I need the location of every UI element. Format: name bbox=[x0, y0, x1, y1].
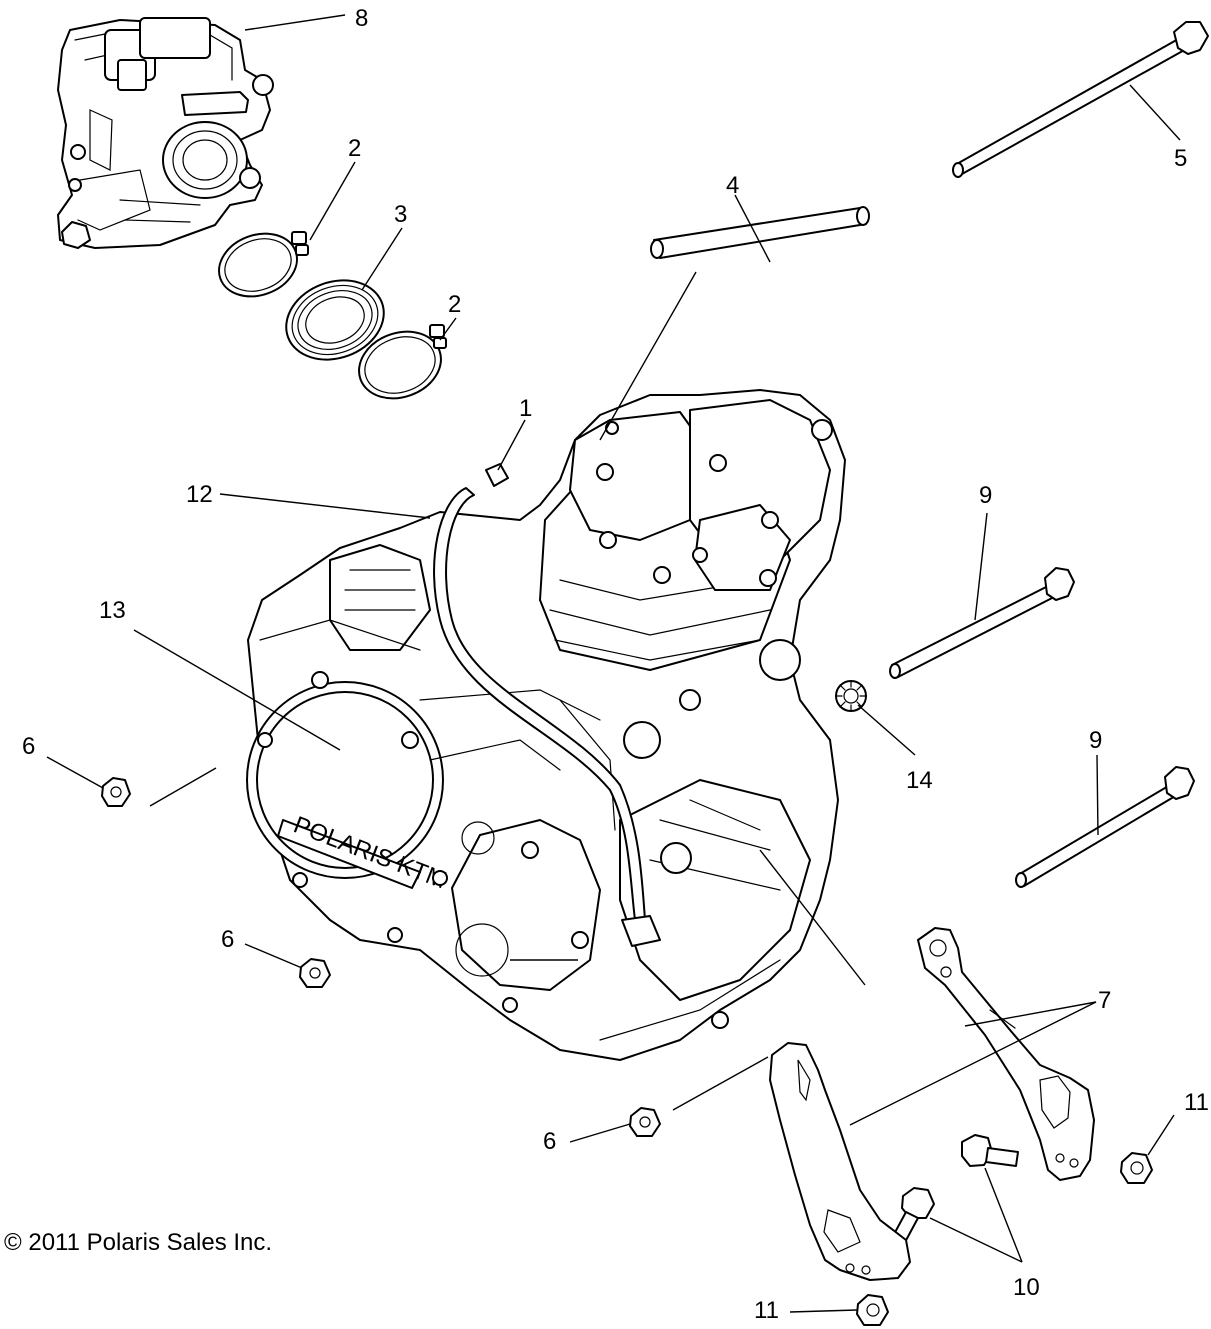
callout-4: 4 bbox=[726, 172, 739, 199]
callout-2: 2 bbox=[348, 135, 361, 162]
nut-6-middle bbox=[299, 958, 331, 988]
callout-6: 6 bbox=[22, 733, 35, 760]
callout-13: 13 bbox=[99, 597, 126, 624]
callout-7: 7 bbox=[1098, 987, 1111, 1014]
plug-1 bbox=[485, 463, 509, 487]
callout-12: 12 bbox=[186, 481, 213, 508]
callout-10: 10 bbox=[1013, 1274, 1040, 1301]
nut-11-bottom bbox=[856, 1294, 889, 1326]
throttle-body bbox=[57, 17, 274, 249]
callout-6: 6 bbox=[543, 1128, 556, 1155]
callout-11: 11 bbox=[754, 1297, 779, 1324]
leader-lines bbox=[46, 14, 1181, 1313]
callout-labels: 8 2 3 2 4 5 1 12 13 9 14 9 6 6 7 11 6 10… bbox=[22, 5, 1209, 1324]
long-bolt-9-lower bbox=[1015, 766, 1195, 888]
callout-11: 11 bbox=[1184, 1089, 1209, 1116]
lock-washer-14 bbox=[835, 680, 867, 712]
callout-2: 2 bbox=[448, 291, 461, 318]
nut-6-lower bbox=[629, 1107, 661, 1137]
intake-clamp-lower bbox=[358, 324, 447, 400]
callout-14: 14 bbox=[906, 767, 933, 794]
spacer-tube-4 bbox=[650, 206, 870, 259]
engine-bracket-left bbox=[769, 1042, 911, 1281]
vent-hose bbox=[433, 487, 661, 947]
long-bolt-9-upper bbox=[889, 567, 1075, 679]
intake-clamp-upper bbox=[218, 231, 309, 298]
callout-9: 9 bbox=[1089, 727, 1102, 754]
copyright-notice: © 2011 Polaris Sales Inc. bbox=[4, 1229, 272, 1256]
long-bolt-5 bbox=[952, 21, 1209, 178]
callout-3: 3 bbox=[394, 201, 407, 228]
callout-6: 6 bbox=[221, 926, 234, 953]
engine-assembly: POLARIS KTM bbox=[246, 389, 846, 1061]
callout-9: 9 bbox=[979, 482, 992, 509]
callout-1: 1 bbox=[519, 395, 532, 422]
bolt-10-upper bbox=[961, 1134, 1019, 1167]
callout-8: 8 bbox=[355, 5, 368, 32]
nut-11-right bbox=[1120, 1152, 1153, 1184]
engine-bracket-right bbox=[917, 927, 1095, 1181]
callout-5: 5 bbox=[1174, 145, 1187, 172]
nut-6-left bbox=[101, 777, 131, 807]
intake-boot bbox=[285, 279, 385, 361]
